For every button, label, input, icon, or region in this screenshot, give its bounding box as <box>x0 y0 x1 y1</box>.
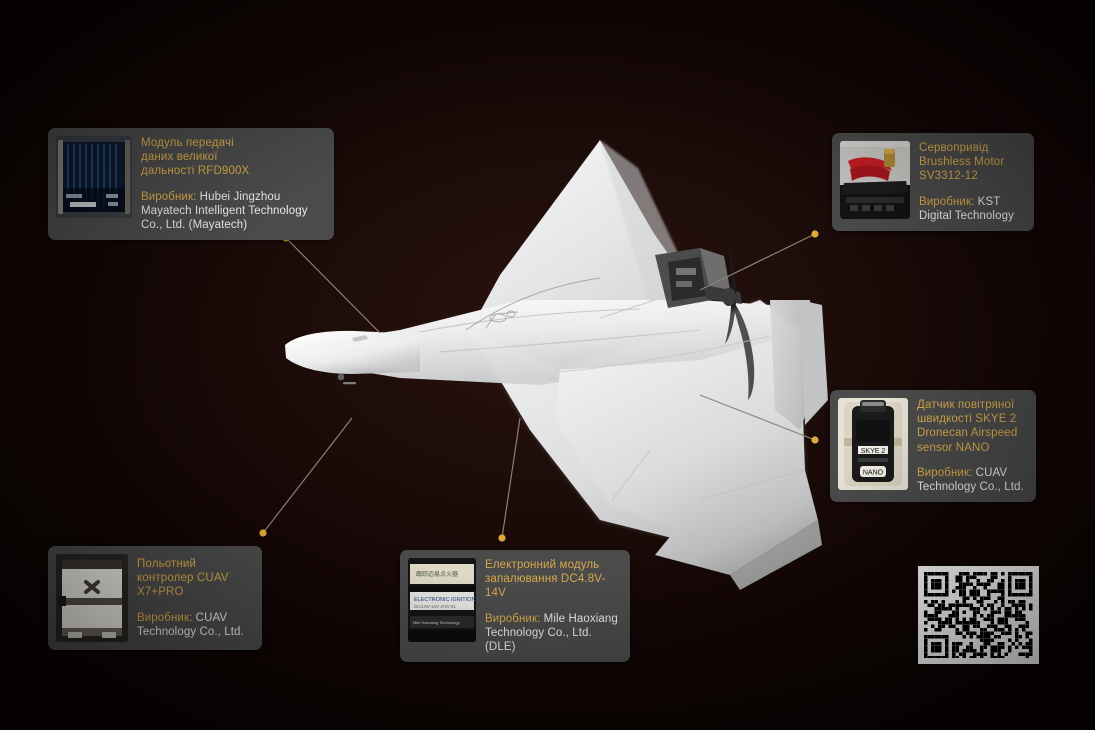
svg-text:SKYE 2: SKYE 2 <box>861 448 886 455</box>
callout-title: Сервопривід Brushless Motor SV3312-12 <box>919 142 1005 183</box>
callout-title: Польотний контролер CUAV X7+PRO <box>137 557 229 599</box>
svg-text:NANO: NANO <box>863 470 884 477</box>
manufacturer-label: Виробник: <box>917 466 973 479</box>
qr-code-image <box>924 572 1033 658</box>
manufacturer-label: Виробник: <box>137 611 193 624</box>
callout-title: Модуль передачі даних великої дальності … <box>141 137 250 178</box>
callout-servo[interactable]: Сервопривід Brushless Motor SV3312-12 Ви… <box>832 133 1034 232</box>
svg-text:Mile Haoxiang Technology: Mile Haoxiang Technology <box>413 620 460 625</box>
callout-rfd900x[interactable]: Модуль передачі даних великої дальності … <box>48 128 334 241</box>
callout-manufacturer: Виробник: Mile Haoxiang Technology Co., … <box>485 612 622 655</box>
callout-ignition-module[interactable]: 跟踪迈易点火器 ELECTRONIC IGNITION DC4.8V-14V J… <box>400 550 630 663</box>
manufacturer-label: Виробник: <box>485 612 541 625</box>
callout-airspeed-sensor[interactable]: SKYE 2 NANO Датчик повітряної швидкості … <box>830 390 1036 503</box>
qr-code[interactable] <box>918 566 1039 664</box>
flight-controller-thumbnail <box>56 554 128 642</box>
callout-manufacturer: Виробник: Hubei Jingzhou Mayatech Intell… <box>141 190 308 233</box>
svg-text:DC4.8V-14V JHG-01: DC4.8V-14V JHG-01 <box>414 604 456 609</box>
svg-text:ELECTRONIC IGNITION: ELECTRONIC IGNITION <box>414 597 475 603</box>
svg-text:跟踪迈易点火器: 跟踪迈易点火器 <box>416 570 458 578</box>
servo-motor-thumbnail <box>840 141 910 219</box>
callout-flight-controller[interactable]: Польотний контролер CUAV X7+PRO Виробник… <box>48 546 262 650</box>
airspeed-sensor-thumbnail: SKYE 2 NANO <box>838 398 908 490</box>
ignition-module-thumbnail: 跟踪迈易点火器 ELECTRONIC IGNITION DC4.8V-14V J… <box>408 558 476 642</box>
radio-module-thumbnail <box>56 136 132 218</box>
callout-manufacturer: Виробник: CUAV Technology Co., Ltd. <box>137 611 244 639</box>
callout-title: Датчик повітряної швидкості SKYE 2 Drone… <box>917 399 1018 454</box>
drone-nose-port <box>337 373 345 381</box>
manufacturer-label: Виробник: <box>919 195 975 208</box>
callout-manufacturer: Виробник: CUAV Technology Co., Ltd. <box>917 466 1024 494</box>
callout-manufacturer: Виробник: KST Digital Technology <box>919 195 1014 223</box>
manufacturer-label: Виробник: <box>141 190 197 203</box>
callout-title: Електронний модуль запалювання DC4.8V-14… <box>485 559 606 600</box>
